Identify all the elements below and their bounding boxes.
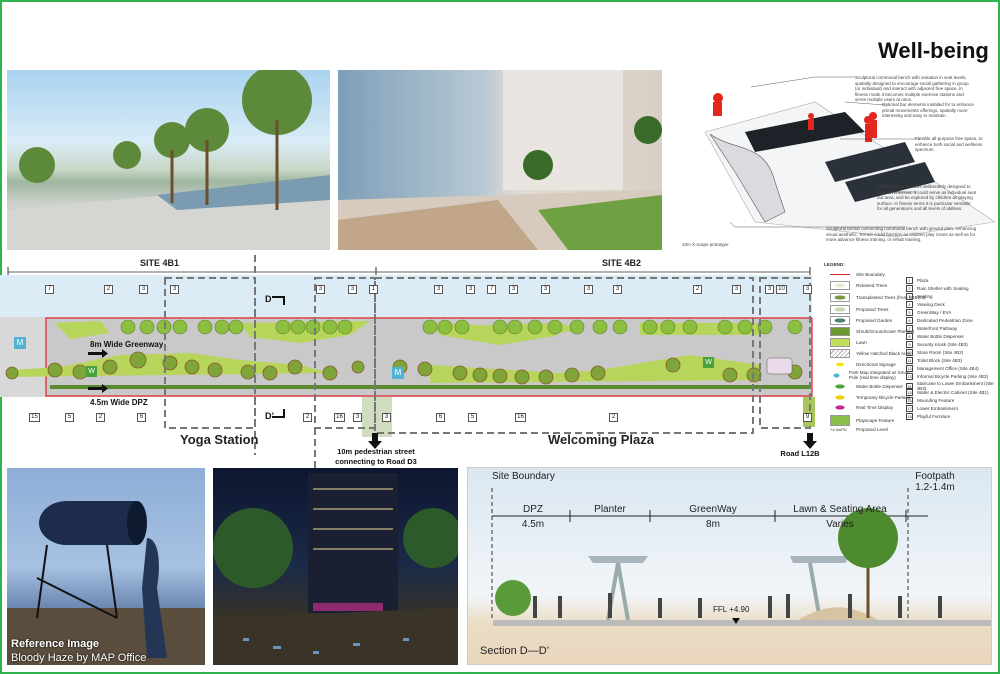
callout: 7	[45, 285, 54, 294]
park-map-marker: M	[392, 367, 404, 379]
planter-label: Planter	[594, 504, 626, 515]
section-marker-d-prime: D’	[265, 411, 274, 421]
callout: 16	[334, 413, 345, 422]
legend-item: Directional Signage	[830, 360, 896, 369]
callout: 3	[316, 285, 325, 294]
reference-image: Reference Image Bloody Haze by MAP Offic…	[7, 468, 205, 665]
reference-credit: Bloody Haze by MAP Office	[11, 652, 147, 664]
callout: 3	[509, 285, 518, 294]
tree-canopies	[120, 319, 803, 335]
legend-item: Proposed Garden	[830, 316, 892, 325]
callout: 3	[348, 285, 357, 294]
welcoming-plaza-label: Welcoming Plaza	[548, 432, 654, 447]
road-l12b-label: Road L12B	[780, 449, 820, 458]
legend-item: Lawn	[830, 338, 867, 347]
callout: 6	[436, 413, 445, 422]
callout: 3	[353, 413, 362, 422]
callout: 3	[584, 285, 593, 294]
callout: 16	[515, 413, 526, 422]
callout: 3	[170, 285, 179, 294]
water-dispenser-marker: W	[86, 366, 97, 377]
reference-label: Reference Image	[11, 638, 100, 650]
yoga-station-label: Yoga Station	[180, 432, 259, 447]
board-title: Well-being	[878, 38, 989, 63]
callout: 3	[765, 285, 774, 294]
note-communal-bench: Sculptural communal bench with variation…	[855, 75, 969, 102]
callout: 3	[382, 413, 391, 422]
park-map-marker: M	[14, 337, 26, 349]
callout: 3	[732, 285, 741, 294]
water-dispenser-marker: W	[703, 357, 714, 368]
legend-item: Proposed Trees	[830, 305, 888, 314]
section-title: Section D—D’	[480, 645, 550, 657]
callout: 9	[803, 413, 812, 422]
callout: 15	[29, 413, 40, 422]
legend-item: Shrub/Groundcover Planting	[830, 327, 914, 336]
note-terraces: Multi-purpose terraces deliberately desi…	[877, 184, 977, 211]
dpz-label: DPZ	[523, 504, 543, 515]
legend-heading: LEGEND:	[824, 262, 845, 267]
callout: 7	[487, 285, 496, 294]
prototype-caption: 10m X-scape prototype	[682, 242, 729, 247]
callout: 2	[104, 285, 113, 294]
callout: 2	[693, 285, 702, 294]
footpath-label: Footpath	[915, 471, 955, 482]
dpz-label: 4.5m Wide DPZ	[90, 398, 148, 407]
callout: 3	[139, 285, 148, 294]
site-4b2-label: SITE 4B2	[602, 258, 642, 268]
greenway-width: 8m	[706, 519, 720, 530]
callout: 1	[369, 285, 378, 294]
legend-item: Temporary Bicycle Parking	[830, 393, 910, 402]
note-terrain: Sculptural terrain connecting communal b…	[826, 226, 977, 242]
lawn-label: Lawn & Seating Area	[793, 504, 887, 515]
legend-item: Transplanted Trees (from N4B2/3)	[830, 293, 926, 302]
callout: 3	[434, 285, 443, 294]
dpz-width: 4.5m	[521, 519, 545, 530]
callout: 2	[303, 413, 312, 422]
callout: 2	[96, 413, 105, 422]
note-bar-elements: Optional bar elements installed for to e…	[882, 102, 974, 118]
callout: 2	[609, 413, 618, 422]
site-plan	[0, 255, 817, 470]
greenway-label: GreenWay	[689, 504, 737, 515]
callout: 3	[466, 285, 475, 294]
legend: LEGEND: Site Boundary Retained Trees Tra…	[824, 262, 994, 432]
site-boundary-label: Site Boundary	[492, 471, 555, 482]
night-plaza-photo	[213, 468, 458, 665]
lawn-width: Varies	[826, 519, 854, 530]
footpath-width: 1.2-1.4m	[915, 482, 955, 493]
callout: 3	[613, 285, 622, 294]
pedestrian-street-label: 10m pedestrian street connecting to Road…	[335, 447, 417, 466]
legend-item: Yellow Hatched Black Area	[830, 349, 911, 358]
callout: 3	[803, 285, 812, 294]
greenway-label: 8m Wide Greenway	[90, 340, 164, 349]
section-d-d-drawing: Site Boundary DPZ 4.5m Planter GreenWay …	[467, 467, 992, 665]
legend-item: Site Boundary	[830, 270, 885, 279]
greenway-yoga-render	[7, 70, 330, 250]
legend-item: Retained Trees	[830, 281, 887, 290]
callout: 10	[776, 285, 787, 294]
ffl-label: FFL +4.90	[713, 605, 750, 614]
note-free-space: Flexible all-purpose free space, to enha…	[915, 136, 983, 152]
callout: 5	[468, 413, 477, 422]
callout: 3	[541, 285, 550, 294]
legend-item: Park Map integrated w/ Smart Pole (real …	[830, 370, 920, 380]
section-marker-d: D	[265, 294, 272, 304]
callout: 5	[65, 413, 74, 422]
cyclist-path-render	[338, 70, 662, 250]
legend-item: Water Bottle Dispenser	[830, 382, 903, 391]
legend-item: Playscape Feature	[830, 415, 894, 426]
x-scape-prototype-diagram	[704, 76, 996, 238]
callout: 6	[137, 413, 146, 422]
legend-item: Real Time Display	[830, 403, 893, 412]
site-4b1-label: SITE 4B1	[140, 258, 180, 268]
